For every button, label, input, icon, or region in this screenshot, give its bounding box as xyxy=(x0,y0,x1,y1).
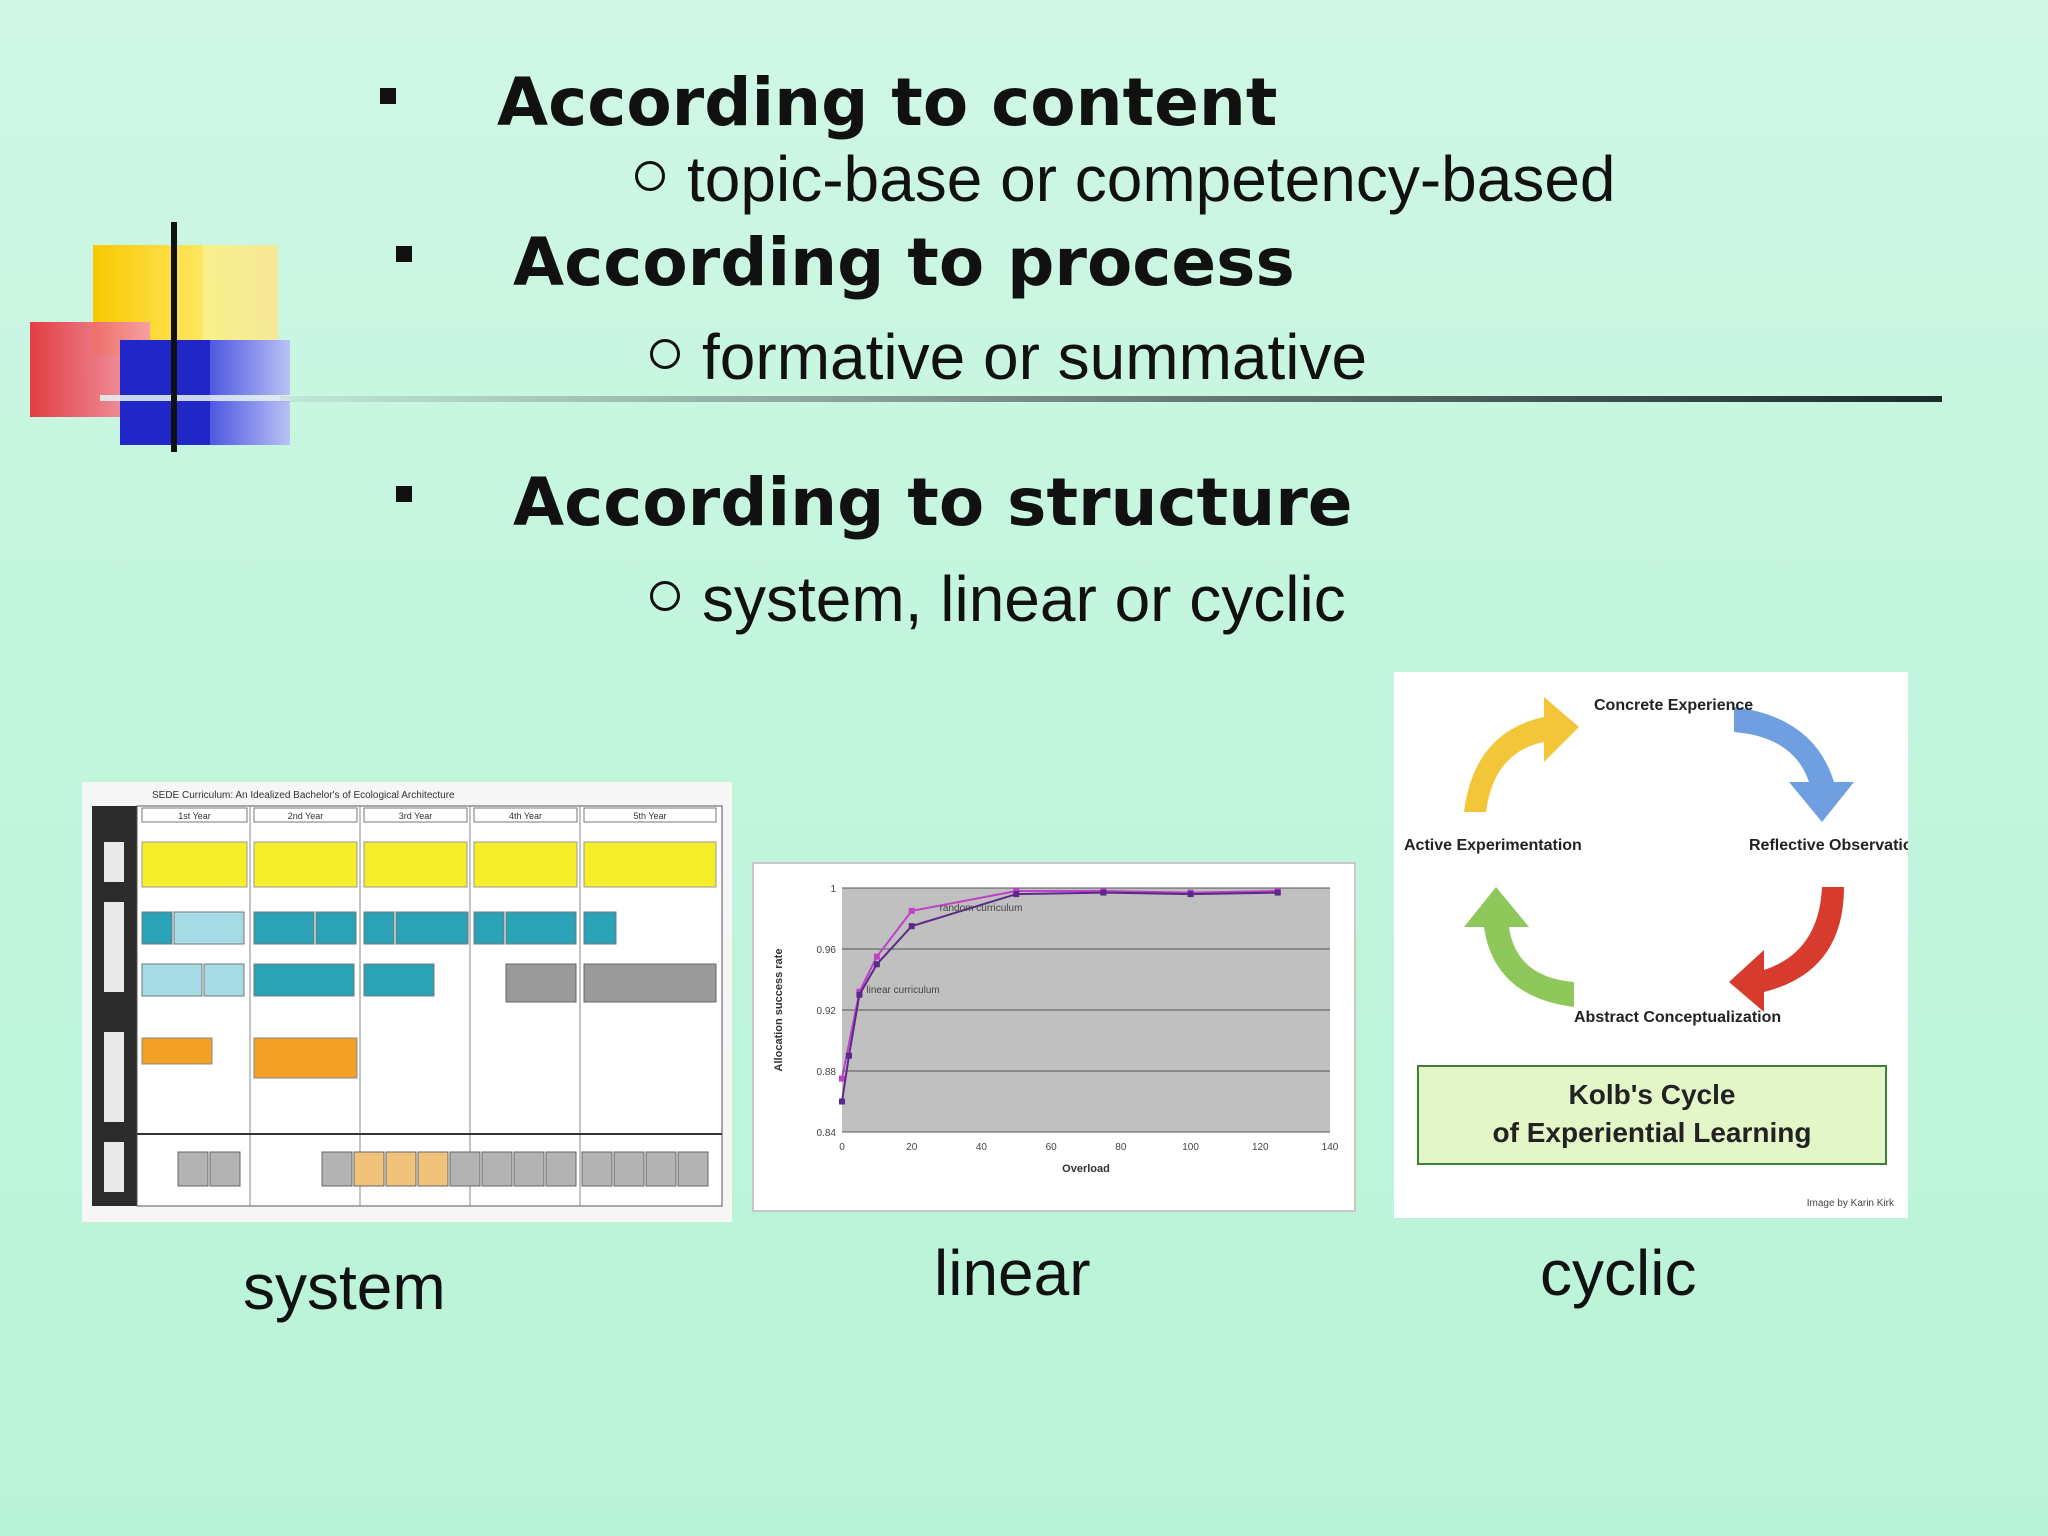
y-axis-label: Allocation success rate xyxy=(773,949,785,1072)
circle-bullet-icon xyxy=(650,339,680,370)
data-point xyxy=(845,1052,852,1059)
x-tick-label: 120 xyxy=(1252,1142,1269,1153)
bullet-heading-structure: According to structure xyxy=(513,464,1353,541)
kolb-cycle-diagram: Concrete Experience Reflective Observati… xyxy=(1404,697,1922,1209)
data-point xyxy=(1013,888,1020,895)
x-tick-label: 40 xyxy=(976,1142,988,1153)
circle-bullet-icon xyxy=(650,581,680,612)
year-header: 2nd Year xyxy=(288,811,324,821)
data-point xyxy=(839,1075,845,1082)
year-header-box xyxy=(363,807,468,823)
series-line xyxy=(841,890,1278,1079)
data-point xyxy=(908,907,915,914)
caption-cyclic: cyclic xyxy=(1540,1237,1697,1309)
y-tick-label: 0.96 xyxy=(817,945,837,956)
sub-text: topic-base or competency-based xyxy=(687,143,1616,215)
kolb-title-line2: of Experiential Learning xyxy=(1493,1117,1812,1148)
circle-bullet-icon xyxy=(635,161,665,192)
bullet-square-icon xyxy=(396,246,412,262)
svg-text:Concrete Experience: Concrete Experience xyxy=(1594,697,1753,714)
bullet-sub-process: formative or summative xyxy=(650,320,1367,394)
system-curriculum-image: SEDE Curriculum: An Idealized Bachelor's… xyxy=(82,782,732,1222)
data-point xyxy=(1274,889,1281,896)
x-tick-label: 20 xyxy=(906,1142,918,1153)
data-point xyxy=(873,953,880,960)
bullet-heading-content: According to content xyxy=(497,64,1278,141)
year-header: 3rd Year xyxy=(399,811,433,821)
y-tick-label: 1 xyxy=(830,884,836,895)
system-title: SEDE Curriculum: An Idealized Bachelor's… xyxy=(152,790,455,801)
arrow-red-icon xyxy=(1729,887,1844,1012)
bullet-heading-process: According to process xyxy=(513,224,1295,301)
y-tick-label: 0.88 xyxy=(817,1067,837,1078)
year-header: 1st Year xyxy=(178,811,211,821)
y-tick-label: 0.84 xyxy=(817,1128,837,1139)
data-point xyxy=(1013,891,1020,898)
data-point xyxy=(908,923,915,930)
bullet-square-icon xyxy=(396,486,412,502)
decorative-squares-logo xyxy=(25,222,295,460)
stage-bottom: Abstract Conceptualization xyxy=(1574,1009,1781,1026)
sub-text: formative or summative xyxy=(702,321,1368,393)
stage-top: Concrete Experience xyxy=(1594,697,1753,714)
bullet-square-icon xyxy=(380,88,396,104)
caption-linear: linear xyxy=(934,1237,1091,1309)
year-header-box xyxy=(473,807,578,823)
svg-text:Active Experimentation: Active Experimentation xyxy=(1404,837,1582,854)
svg-text:Reflective Observation: Reflective Observation xyxy=(1749,837,1908,854)
data-point xyxy=(1187,891,1194,898)
data-point xyxy=(873,961,880,968)
arrow-yellow-icon xyxy=(1464,697,1579,812)
image-credit: Image by Karin Kirk xyxy=(1807,1198,1895,1209)
year-header-box xyxy=(583,807,717,823)
data-point xyxy=(856,988,863,995)
x-tick-label: 100 xyxy=(1182,1142,1199,1153)
svg-text:Abstract Conceptualization: Abstract Conceptualization xyxy=(1574,1009,1781,1026)
y-tick-label: 0.92 xyxy=(817,1006,837,1017)
linear-chart: 0.84 0.88 0.92 0.96 1 0 20 40 60 80 100 120 140Overl… xyxy=(773,884,1339,1175)
x-axis-label: Overload xyxy=(1062,1163,1110,1175)
year-header-box xyxy=(253,807,358,823)
year-header: 4th Year xyxy=(509,811,542,821)
arrow-green-icon xyxy=(1464,887,1574,1007)
stage-left: Active Experimentation xyxy=(1404,837,1582,854)
kolb-title-line1: Kolb's Cycle xyxy=(1569,1079,1736,1110)
arrow-blue-icon xyxy=(1734,707,1854,822)
year-header-box xyxy=(141,807,248,823)
x-tick-label: 80 xyxy=(1115,1142,1127,1153)
divider-line xyxy=(280,396,1942,402)
x-tick-label: 140 xyxy=(1322,1142,1339,1153)
caption-system: system xyxy=(243,1251,446,1323)
bullet-sub-structure: system, linear or cyclic xyxy=(650,562,1346,636)
x-tick-label: 60 xyxy=(1046,1142,1058,1153)
data-point xyxy=(856,991,863,998)
sub-text: system, linear or cyclic xyxy=(702,563,1346,635)
data-point xyxy=(839,1098,845,1105)
year-header: 5th Year xyxy=(633,811,666,821)
stage-right: Reflective Observation xyxy=(1749,837,1908,854)
bullet-sub-content: topic-base or competency-based xyxy=(635,142,1616,216)
x-tick-label: 0 xyxy=(839,1142,845,1153)
system-curriculum-diagram: SEDE Curriculum: An Idealized Bachelor's… xyxy=(82,782,732,1222)
annotation-random: random curriculum xyxy=(940,903,1023,914)
kolb-cycle-image: Concrete Experience Reflective Observati… xyxy=(1394,672,1922,1218)
data-point xyxy=(1100,889,1107,896)
annotation-linear: linear curriculum xyxy=(866,985,939,996)
